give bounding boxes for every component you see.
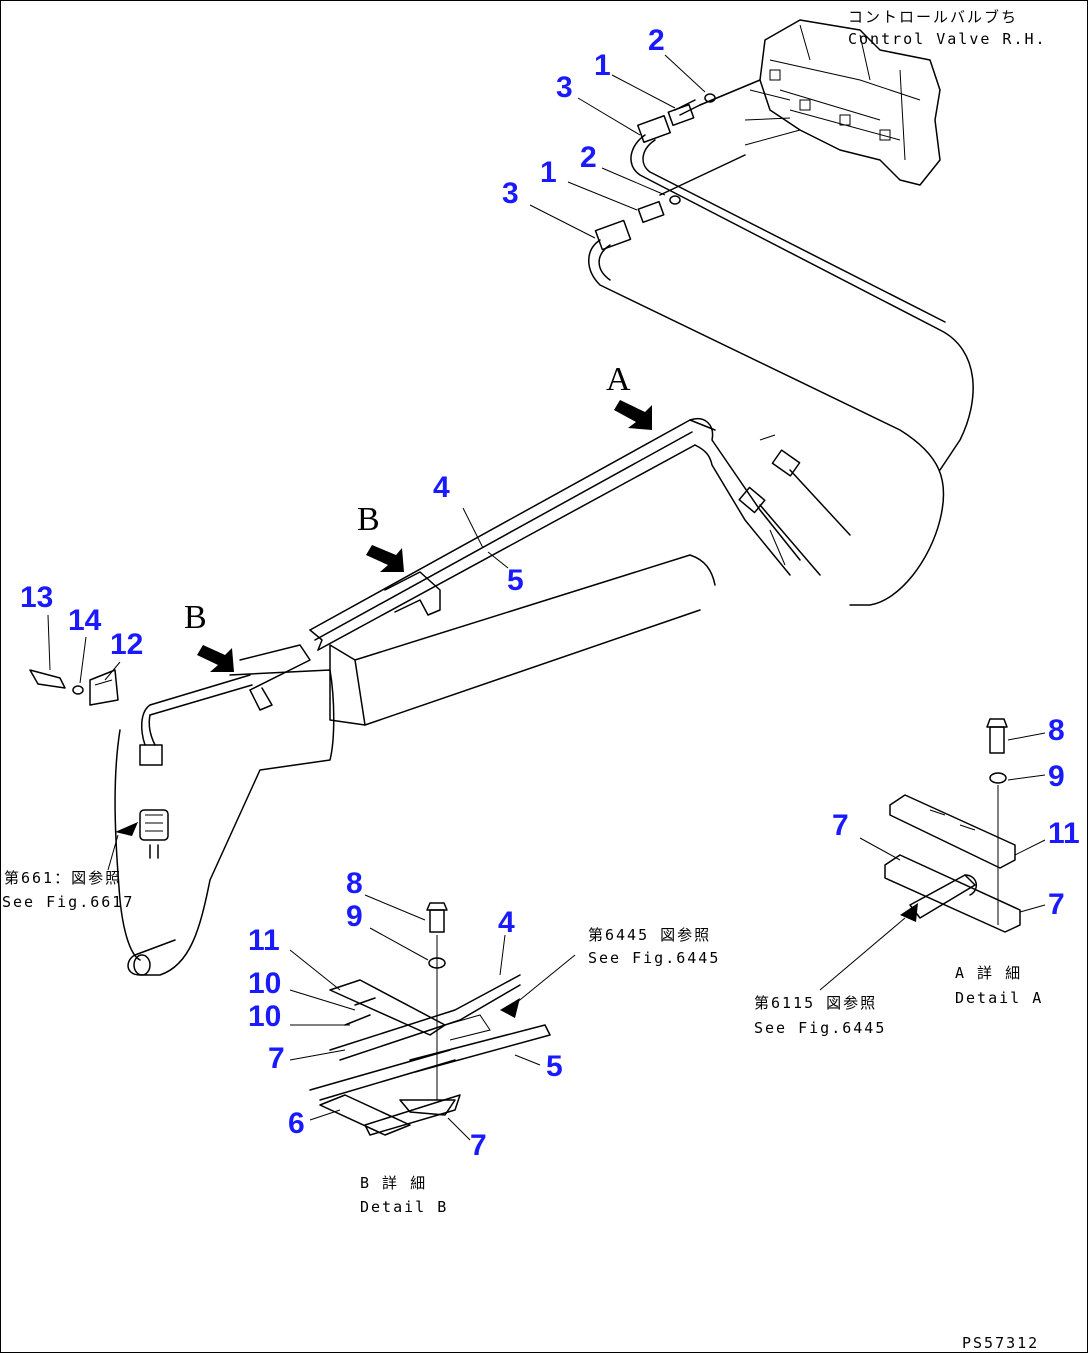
callout-9: 9 [346,900,363,933]
control-valve-label-jp: コントロールバルブち [848,8,1018,26]
fig-ref-left-en: See Fig.6617 [2,893,134,911]
view-arrows [197,400,652,672]
detail-a-drawing [819,718,1046,991]
callout-7: 7 [268,1042,285,1075]
callout-2: 2 [580,141,597,174]
view-letter-b: B [184,599,207,636]
detail-a-label-en: Detail A [955,989,1043,1007]
text-notes: コントロールバルブち Control Valve R.H. 第661：図参照 S… [2,8,1047,1352]
detail-b-drawing [289,894,576,1141]
small-parts [29,669,119,706]
callout-5: 5 [546,1050,563,1083]
callout-13: 13 [20,581,53,614]
drawing-code: PS57312 [962,1334,1039,1352]
callout-9: 9 [1048,760,1065,793]
view-letter-b: B [357,501,380,538]
callout-12: 12 [110,628,143,661]
view-letters: A B B [184,361,631,636]
callout-10: 10 [248,967,281,1000]
callouts: 2 1 3 2 1 3 4 5 13 14 12 8 9 4 11 10 10 … [20,24,1080,1162]
callout-2: 2 [648,24,665,57]
callout-7: 7 [832,809,849,842]
upper-fittings [588,79,974,606]
fig-ref-left-jp: 第661：図参照 [4,869,122,887]
detail-a-label-jp: A 詳 細 [955,964,1022,982]
fig-ref-b-en: See Fig.6445 [588,949,720,967]
callout-11: 11 [248,924,280,957]
callout-7: 7 [470,1129,487,1162]
left-tube-assembly [107,644,335,976]
callout-6: 6 [288,1107,305,1140]
fig-ref-a-en: See Fig.6445 [754,1019,886,1037]
fig-ref-a-jp: 第6115 図参照 [754,994,877,1012]
callout-7: 7 [1048,888,1065,921]
callout-1: 1 [540,156,557,189]
control-valve-label-en: Control Valve R.H. [848,30,1047,48]
callout-3: 3 [556,71,573,104]
callout-4: 4 [433,471,450,504]
callout-8: 8 [346,867,363,900]
tube-bundle [309,418,851,726]
callout-10: 10 [248,1000,281,1033]
callout-1: 1 [594,49,611,82]
callout-8: 8 [1048,714,1065,747]
fig-ref-b-jp: 第6445 図参照 [588,926,711,944]
callout-4: 4 [498,906,515,939]
main-leaders [47,54,706,684]
detail-b-label-jp: B 詳 細 [360,1174,427,1192]
detail-b-label-en: Detail B [360,1198,448,1216]
callout-14: 14 [68,604,102,637]
control-valve [744,19,941,186]
callout-11: 11 [1048,817,1080,850]
callout-3: 3 [502,177,519,210]
view-letter-a: A [606,361,631,398]
callout-5: 5 [507,564,524,597]
